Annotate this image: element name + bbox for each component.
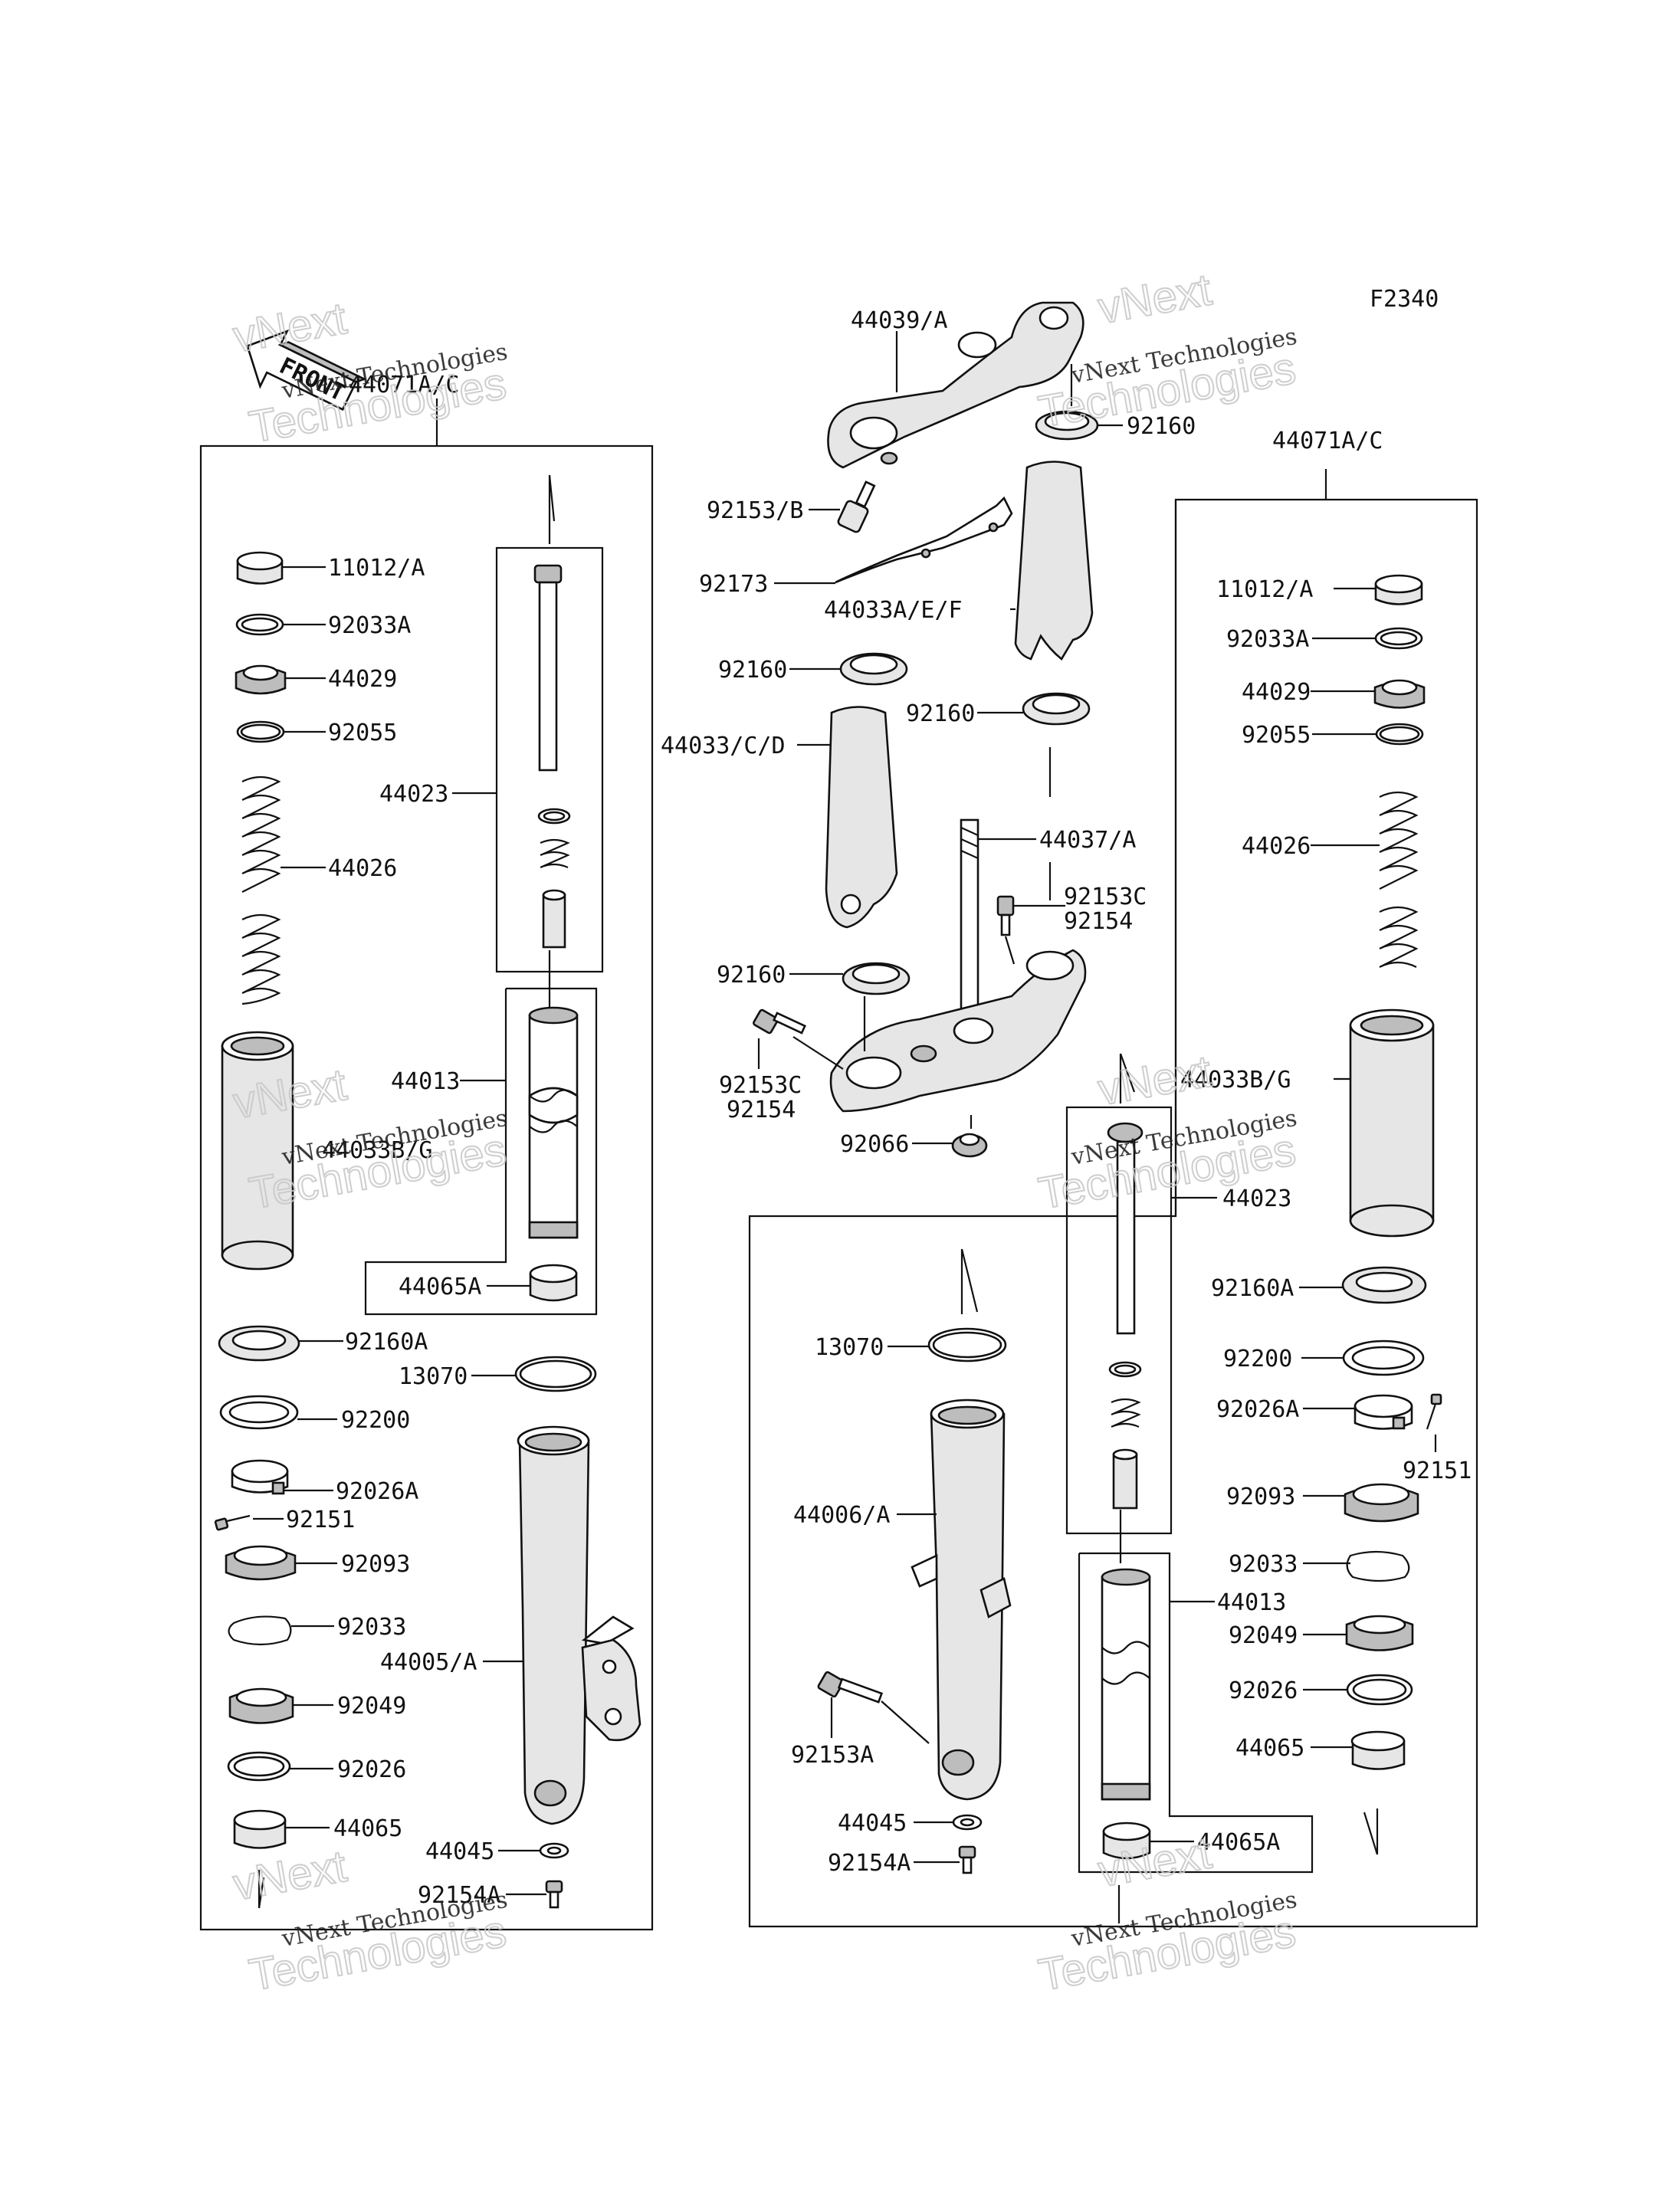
label-R-92033: 92033 <box>1229 1551 1298 1578</box>
bolt-92153c-left <box>753 1008 806 1035</box>
label-R-44065a: 44065A <box>1197 1829 1280 1856</box>
fork-cover-44033cd <box>825 706 898 929</box>
label-92154-right: 92154 <box>1064 908 1133 935</box>
label-L-44029: 44029 <box>328 666 397 693</box>
label-92160-top: 92160 <box>1127 413 1196 440</box>
bearing-seal-low <box>842 962 911 995</box>
label-L-92026a: 92026A <box>336 1478 418 1505</box>
label-92153c-right: 92153C <box>1064 884 1147 910</box>
label-R-92160a: 92160A <box>1211 1275 1294 1302</box>
label-L-92055: 92055 <box>328 720 397 746</box>
tube-right-44033bg <box>1349 1008 1435 1238</box>
label-R-92154a: 92154A <box>828 1850 911 1877</box>
label-L-11012a: 11012/A <box>328 555 425 582</box>
label-L-92033: 92033 <box>337 1614 406 1641</box>
nut-92066 <box>951 1133 988 1158</box>
label-R-11012a: 11012/A <box>1216 576 1313 603</box>
left-fork-parts: 11012/A 92033A 44029 92055 44026 44033 <box>214 474 641 1909</box>
label-R-44033bg: 44033B/G <box>1180 1067 1291 1094</box>
label-R-92093: 92093 <box>1226 1484 1295 1510</box>
steering-stem-44037a <box>829 818 1087 1113</box>
label-R-44045: 44045 <box>838 1810 907 1837</box>
inner-tube-right-44013 <box>1101 1568 1151 1801</box>
bearing-seal-mid2 <box>1022 692 1091 726</box>
label-44033aef: 44033A/E/F <box>824 597 963 624</box>
label-R-44065: 44065 <box>1235 1735 1304 1762</box>
label-R-92026a: 92026A <box>1216 1396 1299 1423</box>
label-R-92151: 92151 <box>1403 1458 1472 1484</box>
bearing-seal-top <box>1035 410 1099 441</box>
label-R-92033a: 92033A <box>1226 626 1309 653</box>
label-L-92026: 92026 <box>337 1756 406 1783</box>
label-L-44045: 44045 <box>425 1838 494 1865</box>
label-92153c-left: 92153C <box>719 1072 802 1099</box>
outer-tube-left-44005a <box>517 1425 641 1825</box>
label-R-92026: 92026 <box>1229 1677 1298 1704</box>
label-44037a: 44037/A <box>1039 827 1136 854</box>
label-L-44065a: 44065A <box>399 1274 481 1300</box>
label-92160-mid2: 92160 <box>906 700 975 727</box>
assembly-frames <box>199 398 1478 1931</box>
label-L-92200: 92200 <box>341 1407 410 1434</box>
label-92154-left: 92154 <box>727 1097 796 1123</box>
figure-code: F2340 <box>1370 286 1439 313</box>
label-R-44029: 44029 <box>1242 679 1311 706</box>
spring-right <box>1379 791 1419 968</box>
label-R-44006a: 44006/A <box>793 1502 890 1529</box>
label-L-44026: 44026 <box>328 855 397 882</box>
label-R-44023: 44023 <box>1222 1185 1291 1212</box>
tube-left-44033bg <box>221 1031 294 1271</box>
label-L-92154a: 92154A <box>418 1882 500 1909</box>
label-L-44005a: 44005/A <box>380 1649 477 1676</box>
right-fork-parts: 11012/A 92033A 44029 92055 44026 <box>791 574 1472 1923</box>
label-R-92153a: 92153A <box>791 1742 874 1769</box>
label-L-44023: 44023 <box>379 781 448 808</box>
inner-tube-left-44013 <box>528 1006 579 1239</box>
bearing-seal-mid1 <box>839 652 908 686</box>
svg-text:vNext: vNext <box>230 293 350 362</box>
label-L-92160a: 92160A <box>345 1329 428 1356</box>
label-92173: 92173 <box>699 571 768 598</box>
label-R-92200: 92200 <box>1223 1346 1292 1372</box>
label-L-92093: 92093 <box>341 1551 410 1578</box>
label-L-92033a: 92033A <box>328 612 411 639</box>
label-44071-left: 44071A/C <box>349 372 460 398</box>
label-R-13070: 13070 <box>815 1334 884 1361</box>
bracket-92173 <box>835 496 1013 584</box>
label-44071-right: 44071A/C <box>1272 428 1383 454</box>
right-cartridge-frame <box>1065 1106 1173 1535</box>
left-fork-frame <box>199 444 654 1931</box>
label-L-13070: 13070 <box>399 1363 468 1390</box>
label-L-92151: 92151 <box>286 1507 355 1533</box>
label-R-44013: 44013 <box>1217 1589 1286 1616</box>
label-R-92049: 92049 <box>1229 1622 1298 1649</box>
cartridge-right-44023 <box>1107 1053 1144 1510</box>
svg-text:vNext: vNext <box>1094 264 1215 333</box>
outer-tube-right-44006a <box>911 1399 1012 1801</box>
label-L-44033bg: 44033B/G <box>322 1137 433 1164</box>
label-92153b: 92153/B <box>707 497 803 524</box>
fork-cover-44033aef <box>1014 461 1094 661</box>
label-92066: 92066 <box>840 1131 909 1158</box>
label-L-44013: 44013 <box>391 1068 460 1095</box>
label-L-92049: 92049 <box>337 1693 406 1720</box>
label-44039: 44039/A <box>851 307 947 334</box>
label-44033cd: 44033/C/D <box>661 733 786 759</box>
right-fork-frame <box>748 498 1478 1928</box>
cartridge-left-44023 <box>533 474 571 949</box>
label-92160-low: 92160 <box>717 962 786 989</box>
bolt-92153b <box>837 480 876 533</box>
spring-left <box>241 776 281 1005</box>
upper-triple-clamp <box>827 301 1084 469</box>
label-R-44026: 44026 <box>1242 833 1311 860</box>
label-92160-mid1: 92160 <box>718 657 787 684</box>
label-L-44065: 44065 <box>333 1815 402 1842</box>
bolt-92153c-right <box>996 895 1015 936</box>
svg-text:vNext: vNext <box>1094 1046 1215 1115</box>
label-R-92055: 92055 <box>1242 722 1311 749</box>
svg-text:vNext: vNext <box>230 1841 350 1910</box>
